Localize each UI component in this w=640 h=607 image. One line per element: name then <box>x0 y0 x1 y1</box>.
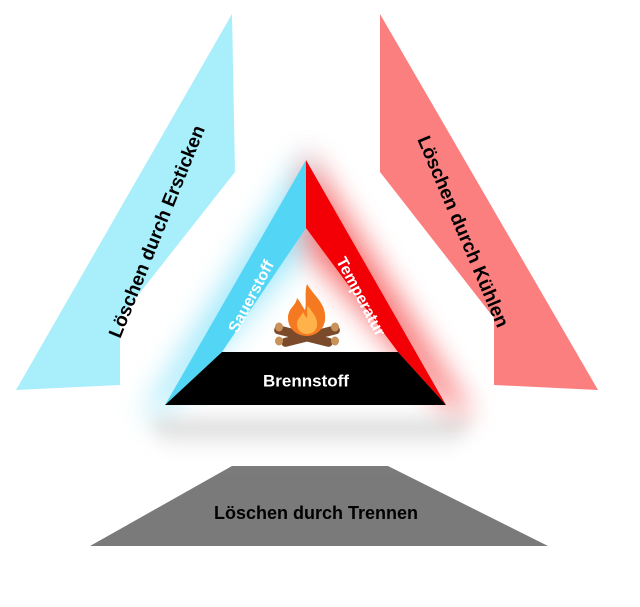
campfire-icon <box>274 284 340 347</box>
fuel-method-label: Löschen durch Trennen <box>214 503 418 523</box>
temperature-side <box>306 160 446 405</box>
fuel-side <box>165 352 446 405</box>
fuel-side-label: Brennstoff <box>263 371 349 390</box>
triangle-glow <box>140 150 475 460</box>
oxygen-side <box>165 160 306 405</box>
fuel-method-panel: Löschen durch Trennen <box>90 466 548 546</box>
